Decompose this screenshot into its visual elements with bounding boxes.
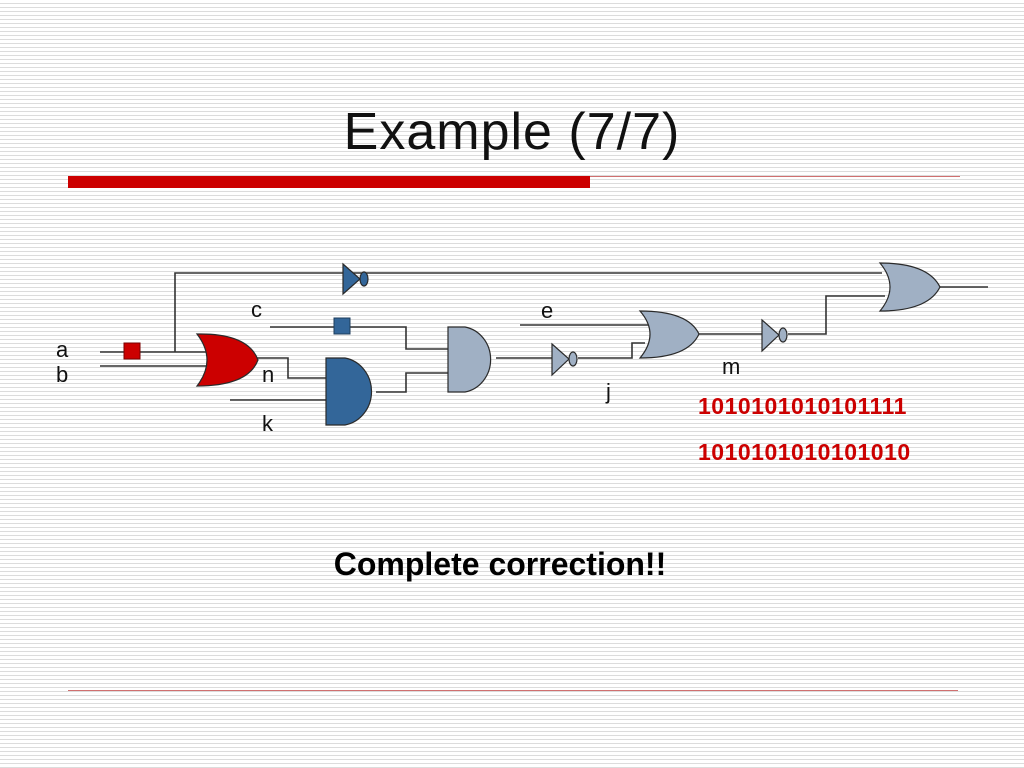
caption-text: Complete correction!! (333, 546, 667, 582)
wire-top-bypass (174, 272, 882, 352)
label-a: a (56, 337, 69, 362)
label-k: k (262, 411, 274, 436)
label-b: b (56, 362, 68, 387)
or-gate-icon (195, 333, 259, 387)
wire-m (788, 295, 885, 335)
wire-input-c (270, 326, 448, 350)
title-rule-thick (68, 176, 590, 188)
and-gate-icon (325, 357, 373, 426)
label-j: j (605, 379, 611, 404)
not-gate-icon (551, 342, 578, 377)
wire-j (578, 342, 645, 359)
sequence-line-1: 1010101010101111 (698, 393, 907, 419)
footer-rule (68, 690, 958, 691)
label-n: n (262, 362, 274, 387)
not-gate-icon (342, 262, 369, 296)
slide-title: Example (7/7) (343, 103, 681, 161)
or-gate-icon (638, 310, 700, 359)
title-rule-thin (590, 176, 960, 177)
label-e: e (541, 298, 553, 323)
or-gate-icon (878, 262, 941, 312)
label-c: c (251, 297, 262, 322)
and-gate-icon (447, 326, 492, 393)
label-m: m (722, 354, 740, 379)
wire-and1-out (376, 372, 448, 393)
not-gate-icon (761, 318, 788, 353)
buffer-marker-icon (333, 317, 351, 335)
sequence-line-2: 1010101010101010 (698, 439, 911, 465)
buffer-marker-icon (123, 342, 141, 360)
wire-n (252, 357, 328, 379)
